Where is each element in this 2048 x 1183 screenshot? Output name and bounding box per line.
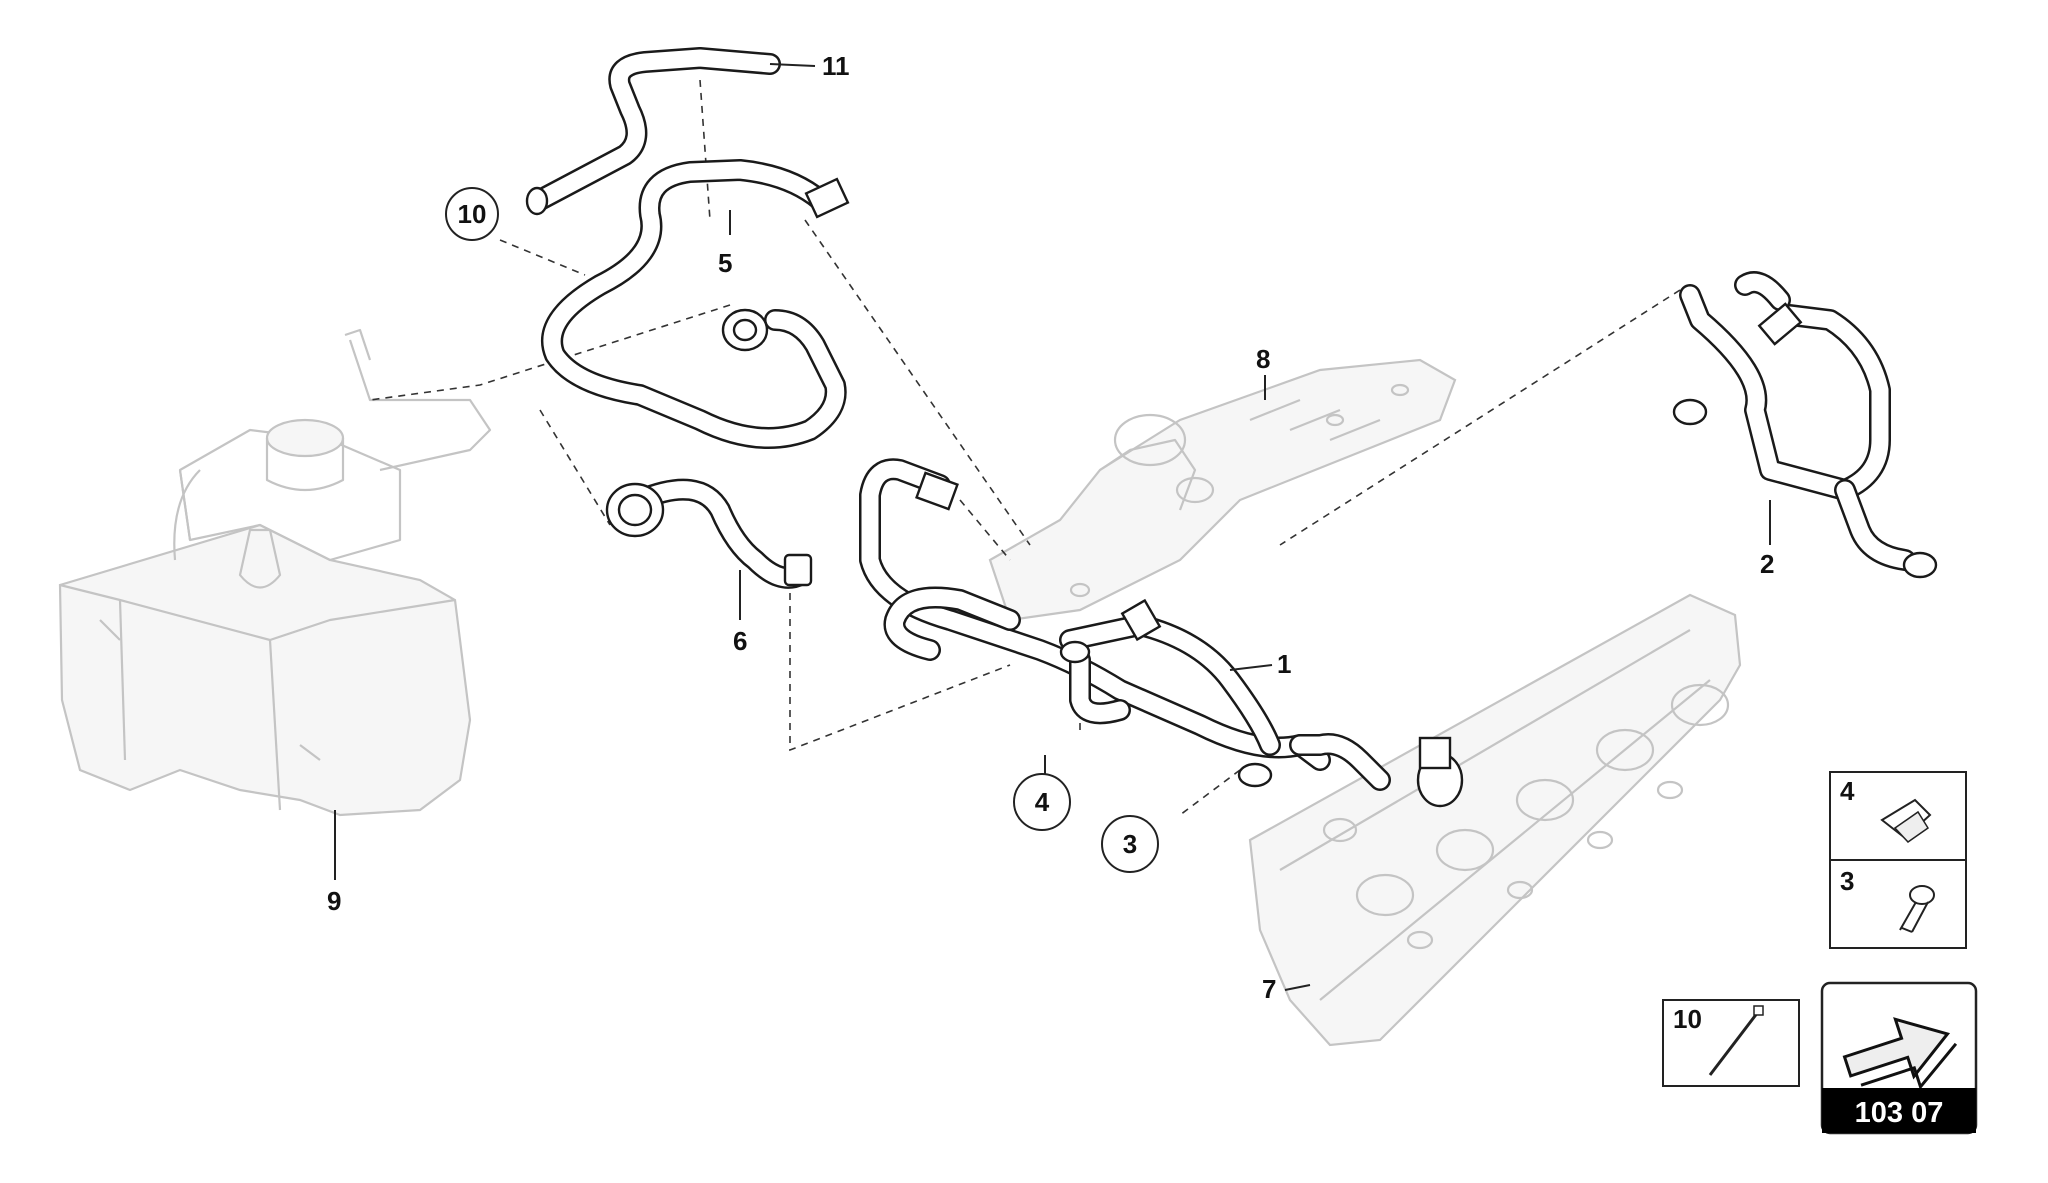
callout-circle-10: 10	[445, 187, 499, 241]
page-code-bar	[1822, 1088, 1976, 1133]
oil-reservoir-tank	[58, 328, 492, 817]
callout-circle-3: 3	[1101, 815, 1159, 873]
callout-5: 5	[718, 248, 732, 278]
hose-part-11	[525, 47, 781, 216]
callout-circle-4: 4	[1013, 773, 1071, 831]
engine-cover-upper	[988, 358, 1457, 622]
hose-part-2	[1672, 271, 1938, 579]
inset-clip-label: 4	[1840, 776, 1855, 806]
svg-text:3: 3	[1123, 829, 1137, 859]
inset-clip-box: 4	[1829, 771, 1967, 861]
callout-1: 1	[1277, 649, 1291, 679]
hose-part-5	[541, 159, 850, 449]
cam-cover-ports	[1322, 683, 1730, 950]
next-page-arrow-icon	[1842, 1017, 1958, 1090]
callout-8: 8	[1256, 344, 1270, 374]
callout-7: 7	[1262, 974, 1276, 1004]
assembly-dash-lines	[369, 79, 1681, 816]
inset-screw-box: 3	[1829, 859, 1967, 949]
inset-screw-label: 3	[1840, 866, 1854, 896]
cable-tie-icon	[1708, 1005, 1764, 1076]
cylinder-head-cover	[1248, 593, 1742, 1047]
svg-text:10: 10	[458, 199, 487, 229]
hose-part-1	[859, 458, 1464, 808]
callout-11: 11	[822, 51, 850, 81]
hose-part-6	[605, 478, 813, 589]
callout-6: 6	[733, 626, 747, 656]
next-page-box[interactable]: 103 07	[1820, 981, 1978, 1135]
callout-2: 2	[1760, 549, 1774, 579]
callout-labels: 11 5 6 1 8 2 7 9 10 4 3	[327, 51, 1774, 1004]
clip-icon	[1880, 798, 1932, 843]
inset-tie-label: 10	[1673, 1004, 1702, 1034]
page-code: 103 07	[1855, 1097, 1944, 1129]
inset-cable-tie-box: 10	[1662, 999, 1800, 1087]
callout-9: 9	[327, 886, 341, 916]
screw-icon	[1899, 885, 1935, 933]
svg-text:4: 4	[1035, 787, 1050, 817]
